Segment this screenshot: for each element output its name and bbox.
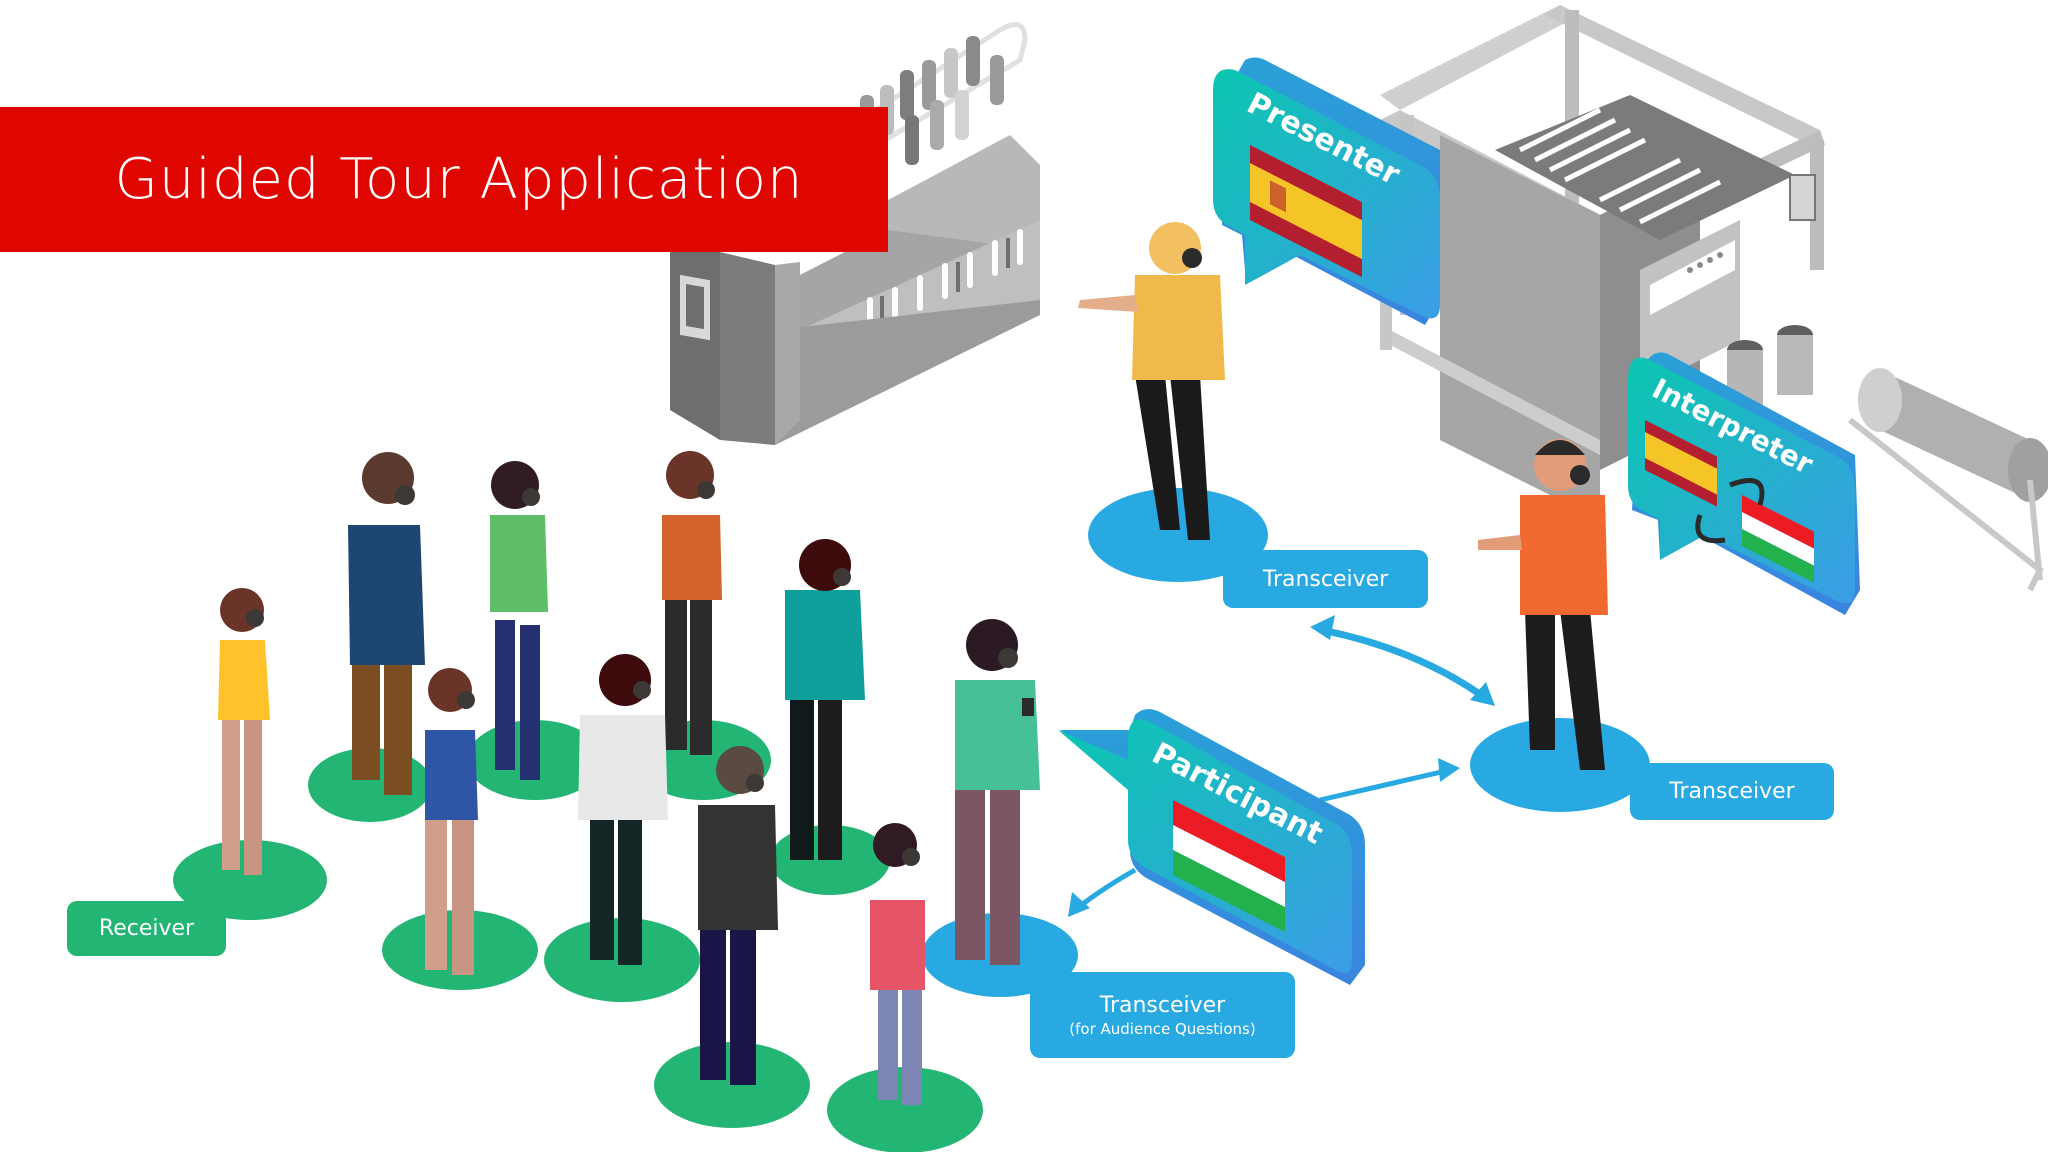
presenter-person [1078,222,1225,540]
audience-transceiver-text: Transceiver [1099,992,1226,1018]
interpreter-person [1478,439,1608,770]
communication-arrows [1068,615,1495,917]
interpreter-pad [1470,718,1650,812]
hungary-flag-icon [1742,495,1814,583]
audience-transceiver-subtext: (for Audience Questions) [1069,1019,1256,1038]
person-pink-top [870,823,925,1105]
presenter-bubble: Presenter [1213,57,1440,325]
receiver-pads [173,720,983,1152]
receiver-participants [218,451,925,1105]
audience-transceiver-label: Transceiver (for Audience Questions) [1030,972,1295,1058]
phone-icon [1022,698,1034,716]
interpreter-transceiver-text: Transceiver [1669,779,1795,804]
receiver-label: Receiver [67,901,226,956]
spinning-machine-illustration [670,21,1040,445]
person-green-top [490,461,548,780]
person-yellow-top [218,588,270,875]
presenter-transceiver-label: Transceiver [1223,550,1428,608]
participant-person [955,619,1040,965]
receiver-label-text: Receiver [98,916,195,941]
page-title: Guided Tour Application [114,147,804,212]
person-white-top [578,654,668,965]
person-gray-vest [698,746,778,1085]
person-orange-top [662,451,722,755]
presenter-interpreter-arrow [1321,626,1491,703]
swap-arrows-icon [1695,478,1765,544]
person-blue-tank [425,668,478,975]
finishing-machine-illustration [1380,5,2048,592]
title-banner: Guided Tour Application [0,107,888,252]
arrowhead-icon [1068,892,1090,917]
presenter-transceiver-text: Transceiver [1262,566,1389,592]
hungary-flag-icon [1173,800,1285,933]
arrowhead-icon [1470,682,1495,706]
arrowhead-icon [1310,615,1335,640]
spain-flag-icon [1645,420,1717,507]
interpreter-transceiver-label: Transceiver [1630,763,1834,820]
participant-interpreter-arrow [1319,767,1451,803]
person-blue-shirt [348,452,425,795]
person-teal-top [785,539,865,860]
participant-bubble: Participant [1058,709,1365,985]
spain-flag-icon [1250,145,1362,278]
arrowhead-icon [1438,758,1460,782]
